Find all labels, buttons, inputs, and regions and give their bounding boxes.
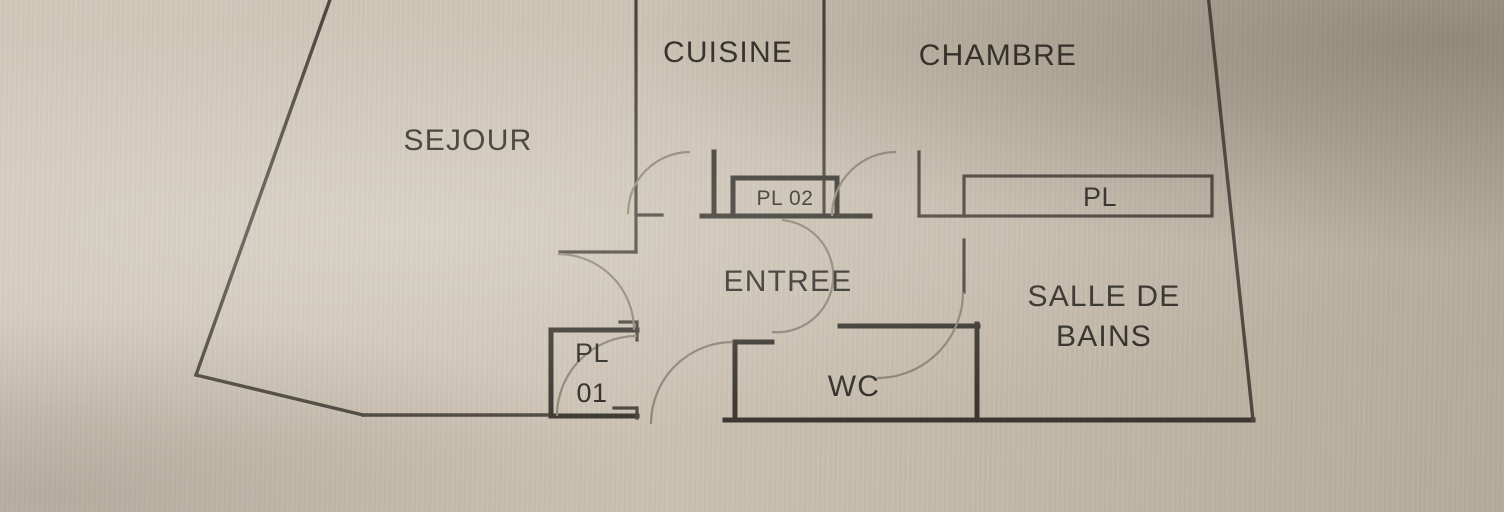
door-swing-chambre [830,150,897,217]
room-label-salle-de-bains-line-2: BAINS [1056,320,1152,353]
door-swing-entree-pl02 [771,218,835,334]
closet-label-pl-01: PL 01 [575,338,609,408]
door-swing-pl-01 [555,334,638,417]
room-label-chambre: CHAMBRE [919,39,1077,72]
closet-box-pl-01 [548,327,640,419]
wall-sejour-west-angled [193,0,332,378]
door-swing-wc [649,340,734,425]
closet-label-pl-02: PL 02 [756,187,813,210]
closet-pl-01-jamb-bottom [612,406,639,420]
closet-label-pl-01-line-2: 01 [576,378,607,408]
door-swing-cuisine [626,150,691,215]
closet-label-pl-01-line-1: PL [575,338,609,368]
door-swing-sejour [557,252,636,331]
door-swings [555,150,965,425]
wall-southwest-angled [193,372,366,418]
closet-boxes [548,174,1214,420]
room-label-cuisine: CUISINE [663,36,793,69]
room-label-salle-de-bains-line-1: SALLE DE [1027,280,1180,313]
closet-box-pl-02 [730,175,840,219]
wall-east-angled [1206,0,1255,422]
room-label-wc: WC [828,370,880,403]
closet-label-pl: PL [1083,182,1117,212]
room-label-salle-de-bains: SALLE DE BAINS [1027,280,1180,353]
room-labels: SEJOUR CUISINE CHAMBRE ENTREE WC SALLE D… [404,36,1180,403]
door-swing-salledebains [876,291,965,380]
room-label-entree: ENTREE [724,265,853,298]
closet-pl-01-jamb-top [618,320,639,342]
room-label-sejour: SEJOUR [404,124,533,157]
interior-walls [558,0,981,423]
outer-walls [193,0,1256,423]
closet-box-pl [962,174,1214,218]
closet-labels: PL 02 PL PL 01 [575,182,1117,408]
